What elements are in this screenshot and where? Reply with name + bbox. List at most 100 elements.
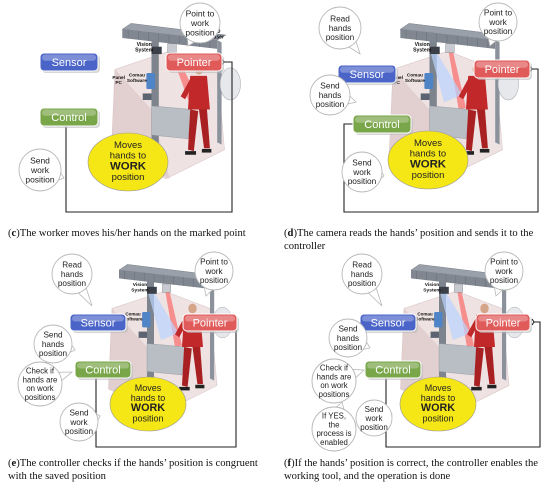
worker-torso [466,75,488,110]
comau-module [434,312,443,328]
caption-d: (d)The camera reads the hands’ position … [284,228,534,252]
frame-top-side [119,270,210,289]
worker-arm [458,78,472,100]
control-box: Control [352,114,413,135]
comau-module [146,73,156,90]
control-box-label: Control [375,365,410,377]
worker-head [188,303,197,314]
frame-top-side [122,29,218,49]
camera-unit [147,286,157,294]
worker-leg-left [182,347,192,387]
workpiece [151,105,192,139]
worker-leg-right [484,347,495,385]
control-box-label: Control [85,365,120,377]
sensor-box-label: Sensor [81,318,116,330]
control-box: Control [364,360,423,380]
caption-f: (f)If the hands’ position is correct, th… [284,458,538,482]
worker-head [480,303,489,314]
sensor-box-label: Sensor [52,57,87,69]
workpiece [438,343,478,376]
laser-head [162,283,171,293]
drum [219,67,241,101]
panel-pc-unit [142,93,152,101]
sensor-box-label: Sensor [371,318,406,330]
camera-beam [148,292,179,340]
camera-unit [439,286,449,294]
worker-leg-right [476,109,488,149]
caption-e: (e)The controller checks if the hands’ p… [8,458,258,482]
sensor-box: Sensor [39,52,100,73]
sensor-box: Sensor [69,313,128,333]
worker-leg-left [466,109,477,152]
panel-pc-unit [430,331,439,338]
camera-unit [151,46,162,55]
arrow-head [531,318,535,326]
pointer-box: Pointer [182,313,239,333]
pointer-box-label: Pointer [486,318,521,330]
control-box: Control [74,360,133,380]
worker-leg-left [474,347,484,387]
frame-top-side [411,270,502,289]
pointer-box: Pointer [473,59,532,80]
frame-post-right [495,40,500,145]
worker-leg-right [198,109,210,149]
worker-arm [180,78,194,100]
panel-pc-unit [138,331,147,338]
worker-leg-right [192,347,203,385]
camera-unit [429,46,440,55]
sensor-box-label: Sensor [350,69,385,81]
sensor-box: Sensor [359,313,418,333]
control-box-label: Control [364,119,399,131]
worker-shoe [179,386,190,391]
worker-shoe [471,386,482,391]
comau-module [424,73,434,90]
laser-head [454,283,463,293]
sensor-box: Sensor [337,64,398,85]
caption-c: (c)The worker moves his/her hands on the… [8,228,246,239]
pointer-box: Pointer [165,52,224,73]
pointer-box-label: Pointer [485,64,520,76]
worker-shoe-right [195,384,205,389]
worker-leg-left [188,109,199,152]
frame-top-side [400,29,496,49]
worker-shoe-right [479,148,490,153]
worker-shoe-right [201,148,212,153]
